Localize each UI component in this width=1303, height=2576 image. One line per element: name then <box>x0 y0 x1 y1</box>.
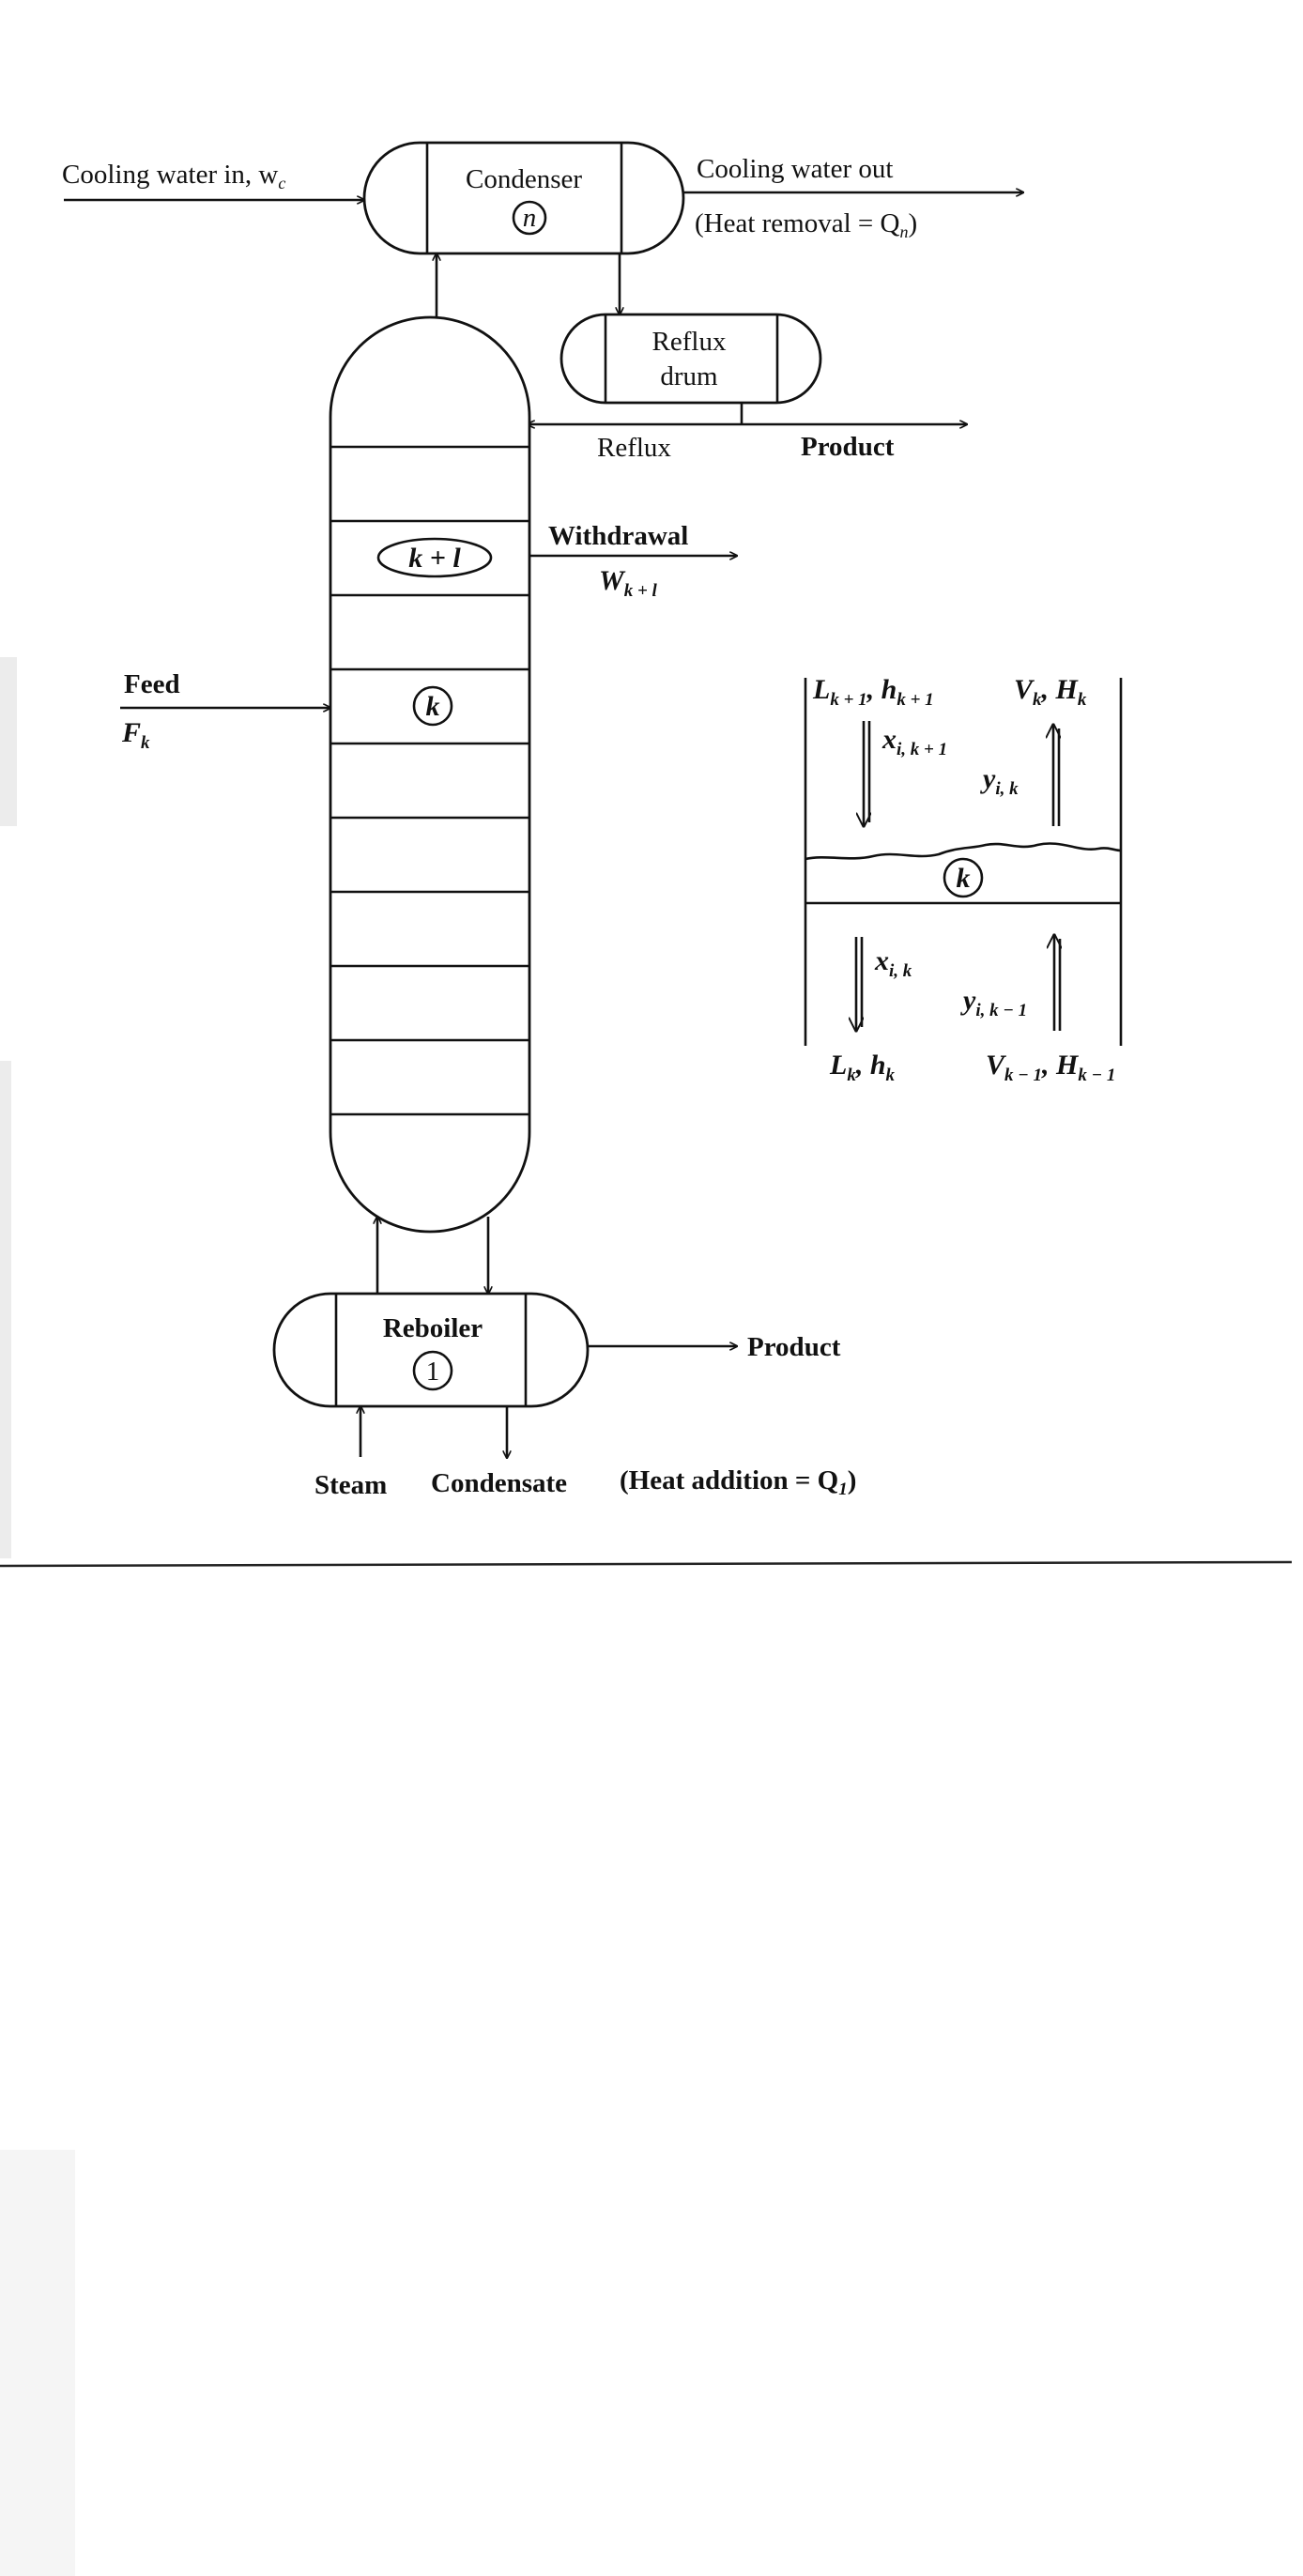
condenser-stage-number: n <box>523 203 537 233</box>
stage-k-plus-l-label: k + l <box>408 543 461 574</box>
reflux-drum-label-line2: drum <box>660 361 718 391</box>
cooling-water-out-label: Cooling water out <box>697 154 893 184</box>
reflux-drum-vessel <box>560 313 822 405</box>
x-out-label: xi, k <box>874 945 912 981</box>
bottom-product-label: Product <box>747 1332 841 1362</box>
condenser-vessel <box>362 141 685 255</box>
top-product-label: Product <box>801 432 895 462</box>
condenser-label: Condenser <box>466 164 582 194</box>
withdrawal-label: Withdrawal <box>548 521 688 551</box>
stage-k-label: k <box>426 691 440 722</box>
steam-label: Steam <box>314 1470 387 1500</box>
stage-k-plus-l-oval <box>376 537 493 578</box>
feed-label: Feed <box>124 669 180 699</box>
reboiler: Reboiler 1 <box>272 1292 590 1408</box>
condensate-label: Condensate <box>431 1468 567 1498</box>
heat-removal-label: (Heat removal = Qn) <box>695 208 917 241</box>
stage-detail-liquid-surface <box>805 842 1122 861</box>
vapor-out-label: Vk, Hk <box>1014 674 1087 710</box>
scan-edge-shading-lower <box>0 1061 11 1558</box>
condenser-stage-circle <box>512 200 547 236</box>
column-trays <box>330 445 529 1116</box>
scan-edge-shading-bottom <box>0 2150 75 2576</box>
x-in-label: xi, k + 1 <box>881 724 947 759</box>
vapor-in-label: Vk − 1, Hk − 1 <box>986 1050 1115 1085</box>
heat-addition-label: (Heat addition = Q1) <box>620 1465 856 1499</box>
scan-edge-shading <box>0 657 17 826</box>
reboiler-vessel <box>272 1292 590 1408</box>
cooling-water-in-label: Cooling water in, wc <box>62 160 285 192</box>
stage-k-circle <box>412 685 453 727</box>
distillation-column: k + l k <box>329 315 531 1234</box>
reflux-drum: Reflux drum <box>560 313 822 405</box>
withdrawal-symbol: Wk + l <box>599 565 658 601</box>
stage-detail-circle <box>943 857 984 898</box>
liquid-out-label: Lk, hk <box>829 1050 896 1085</box>
reboiler-stage-circle <box>412 1350 453 1391</box>
stage-detail: k Lk + 1, hk + 1 Vk, Hk xi, k + 1 yi, k … <box>804 674 1123 1085</box>
reflux-label: Reflux <box>597 433 671 463</box>
y-out-label: yi, k <box>980 763 1019 799</box>
reboiler-label: Reboiler <box>383 1313 483 1343</box>
stage-detail-label: k <box>957 863 971 894</box>
liquid-in-label: Lk + 1, hk + 1 <box>812 674 934 710</box>
y-in-label: yi, k − 1 <box>960 985 1027 1020</box>
reflux-drum-label-line1: Reflux <box>652 327 727 357</box>
column-shell <box>329 315 531 1234</box>
reboiler-stage-number: 1 <box>426 1357 440 1387</box>
condenser: Condenser n <box>362 141 685 255</box>
page-bottom-rule <box>0 1560 1293 1568</box>
feed-symbol: Fk <box>121 717 150 753</box>
